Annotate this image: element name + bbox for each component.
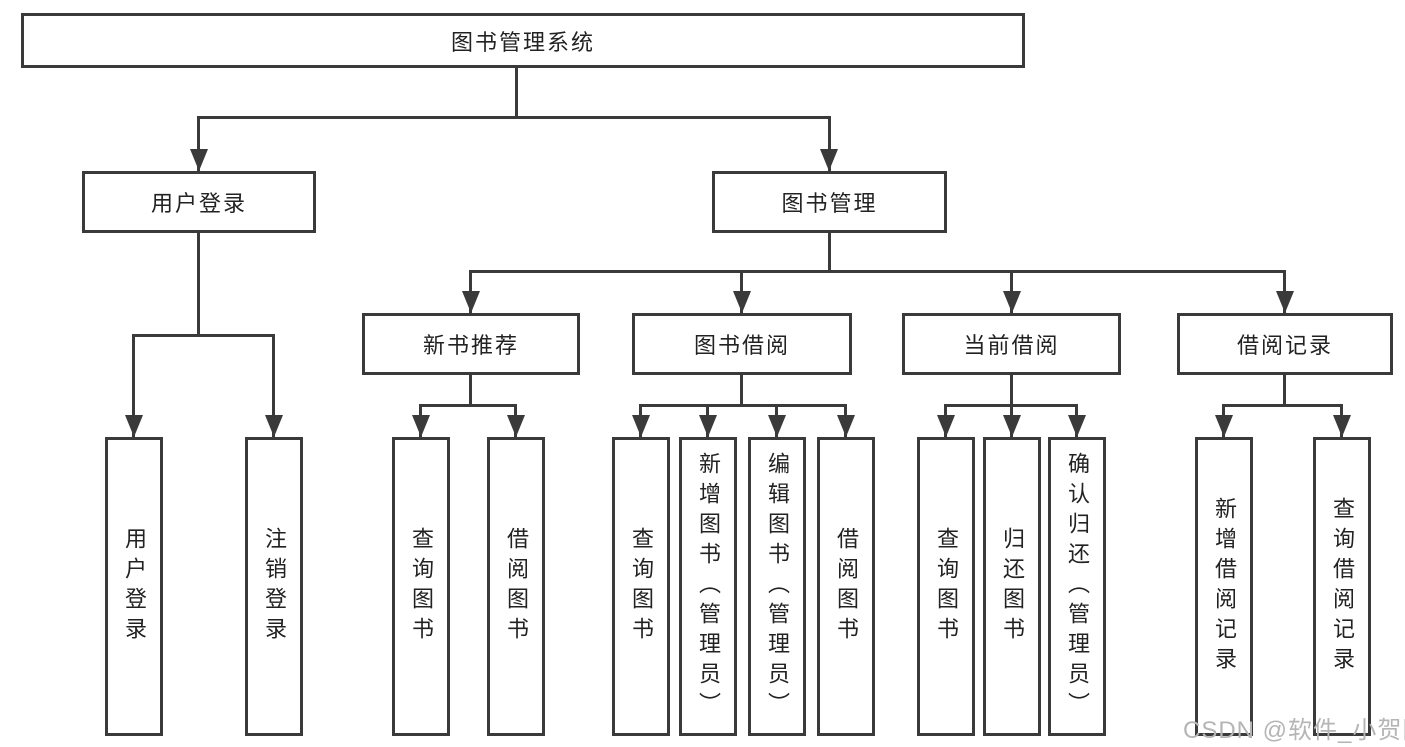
leaf-cb-query-books-label: 查询图书 (934, 526, 959, 647)
connector-borrow-records-rail (1222, 404, 1343, 407)
leaf-nb-query-books-label: 查询图书 (409, 526, 434, 647)
leaf-logout-label: 注销登录 (262, 526, 287, 647)
leaf-logout: 注销登录 (245, 437, 303, 736)
connector-level2-rail (469, 270, 1286, 273)
node-new-book-recommendation-label: 新书推荐 (422, 333, 519, 358)
node-book-borrowing-label: 图书借阅 (693, 333, 790, 358)
connector-stem-book-management (828, 116, 831, 171)
arrowhead-user-login (190, 149, 208, 171)
leaf-br-add-record-label: 新增借阅记录 (1212, 496, 1237, 677)
arrowhead-nb-borrow (507, 415, 525, 437)
leaf-bb-edit-books-admin-label: 编辑图书（管理员） (765, 451, 790, 722)
connector-current-borrow-drop (1010, 375, 1013, 407)
leaf-user-login-label: 用户登录 (122, 526, 147, 647)
leaf-cb-return-books: 归还图书 (983, 437, 1041, 736)
leaf-cb-return-books-label: 归还图书 (1000, 526, 1025, 647)
leaf-cb-confirm-return-admin-label: 确认归还（管理员） (1065, 451, 1090, 722)
arrowhead-cb-return (1003, 415, 1021, 437)
leaf-cb-query-books: 查询图书 (917, 437, 975, 736)
arrowhead-borrow-records (1276, 291, 1294, 313)
leaf-bb-query-books: 查询图书 (612, 437, 670, 736)
connector-root-drop (515, 66, 518, 119)
arrowhead-cb-query (937, 415, 955, 437)
arrowhead-bb-add (699, 415, 717, 437)
arrowhead-bb-borrow (837, 415, 855, 437)
arrowhead-nb-query (412, 415, 430, 437)
arrowhead-leaf-logout (265, 415, 283, 437)
leaf-bb-add-books-admin: 新增图书（管理员） (679, 437, 737, 736)
node-root-system-label: 图书管理系统 (450, 29, 595, 55)
leaf-bb-add-books-admin-label: 新增图书（管理员） (696, 451, 721, 722)
arrowhead-br-query (1333, 415, 1351, 437)
connector-stem-leaf-user-login (132, 334, 135, 437)
arrowhead-br-add (1215, 415, 1233, 437)
arrowhead-bb-edit (768, 415, 786, 437)
arrowhead-new-book (462, 291, 480, 313)
node-current-borrowing-label: 当前借阅 (963, 333, 1060, 358)
connector-book-borrow-rail (639, 404, 847, 407)
connector-level1-rail (197, 116, 831, 119)
connector-book-management-drop (828, 233, 831, 273)
arrowhead-cb-confirm (1068, 415, 1086, 437)
connector-book-borrow-drop (740, 375, 743, 407)
csdn-watermark: CSDN @软件_小贺同学 (1183, 717, 1405, 744)
arrowhead-book-borrow (733, 291, 751, 313)
node-book-management-label: 图书管理 (781, 191, 878, 216)
node-book-management: 图书管理 (712, 171, 947, 233)
leaf-bb-borrow-books-label: 借阅图书 (834, 526, 859, 647)
node-new-book-recommendation: 新书推荐 (362, 313, 580, 375)
node-user-login-label: 用户登录 (150, 191, 247, 216)
leaf-bb-borrow-books: 借阅图书 (817, 437, 875, 736)
leaf-br-query-record: 查询借阅记录 (1313, 437, 1371, 736)
arrowhead-leaf-user-login (125, 415, 143, 437)
arrowhead-current-borrow (1003, 291, 1021, 313)
node-user-login: 用户登录 (82, 171, 316, 233)
leaf-nb-borrow-books-label: 借阅图书 (504, 526, 529, 647)
connector-new-book-drop (469, 375, 472, 407)
leaf-user-login: 用户登录 (105, 437, 163, 736)
leaf-br-query-record-label: 查询借阅记录 (1330, 496, 1355, 677)
node-borrowing-records-label: 借阅记录 (1236, 333, 1333, 358)
node-root-system: 图书管理系统 (21, 13, 1025, 68)
connector-borrow-records-drop (1283, 375, 1286, 407)
node-borrowing-records: 借阅记录 (1177, 313, 1393, 375)
connector-new-book-rail (419, 404, 517, 407)
leaf-bb-edit-books-admin: 编辑图书（管理员） (748, 437, 806, 736)
node-book-borrowing: 图书借阅 (632, 313, 852, 375)
connector-user-login-drop (197, 233, 200, 337)
connector-stem-leaf-logout (272, 334, 275, 437)
node-current-borrowing: 当前借阅 (902, 313, 1121, 375)
leaf-br-add-record: 新增借阅记录 (1195, 437, 1253, 736)
arrowhead-bb-query (632, 415, 650, 437)
leaf-cb-confirm-return-admin: 确认归还（管理员） (1048, 437, 1106, 736)
connector-user-login-rail (132, 334, 275, 337)
leaf-nb-borrow-books: 借阅图书 (487, 437, 545, 736)
leaf-bb-query-books-label: 查询图书 (629, 526, 654, 647)
leaf-nb-query-books: 查询图书 (392, 437, 450, 736)
connector-stem-user-login (197, 116, 200, 171)
arrowhead-book-management (820, 149, 838, 171)
